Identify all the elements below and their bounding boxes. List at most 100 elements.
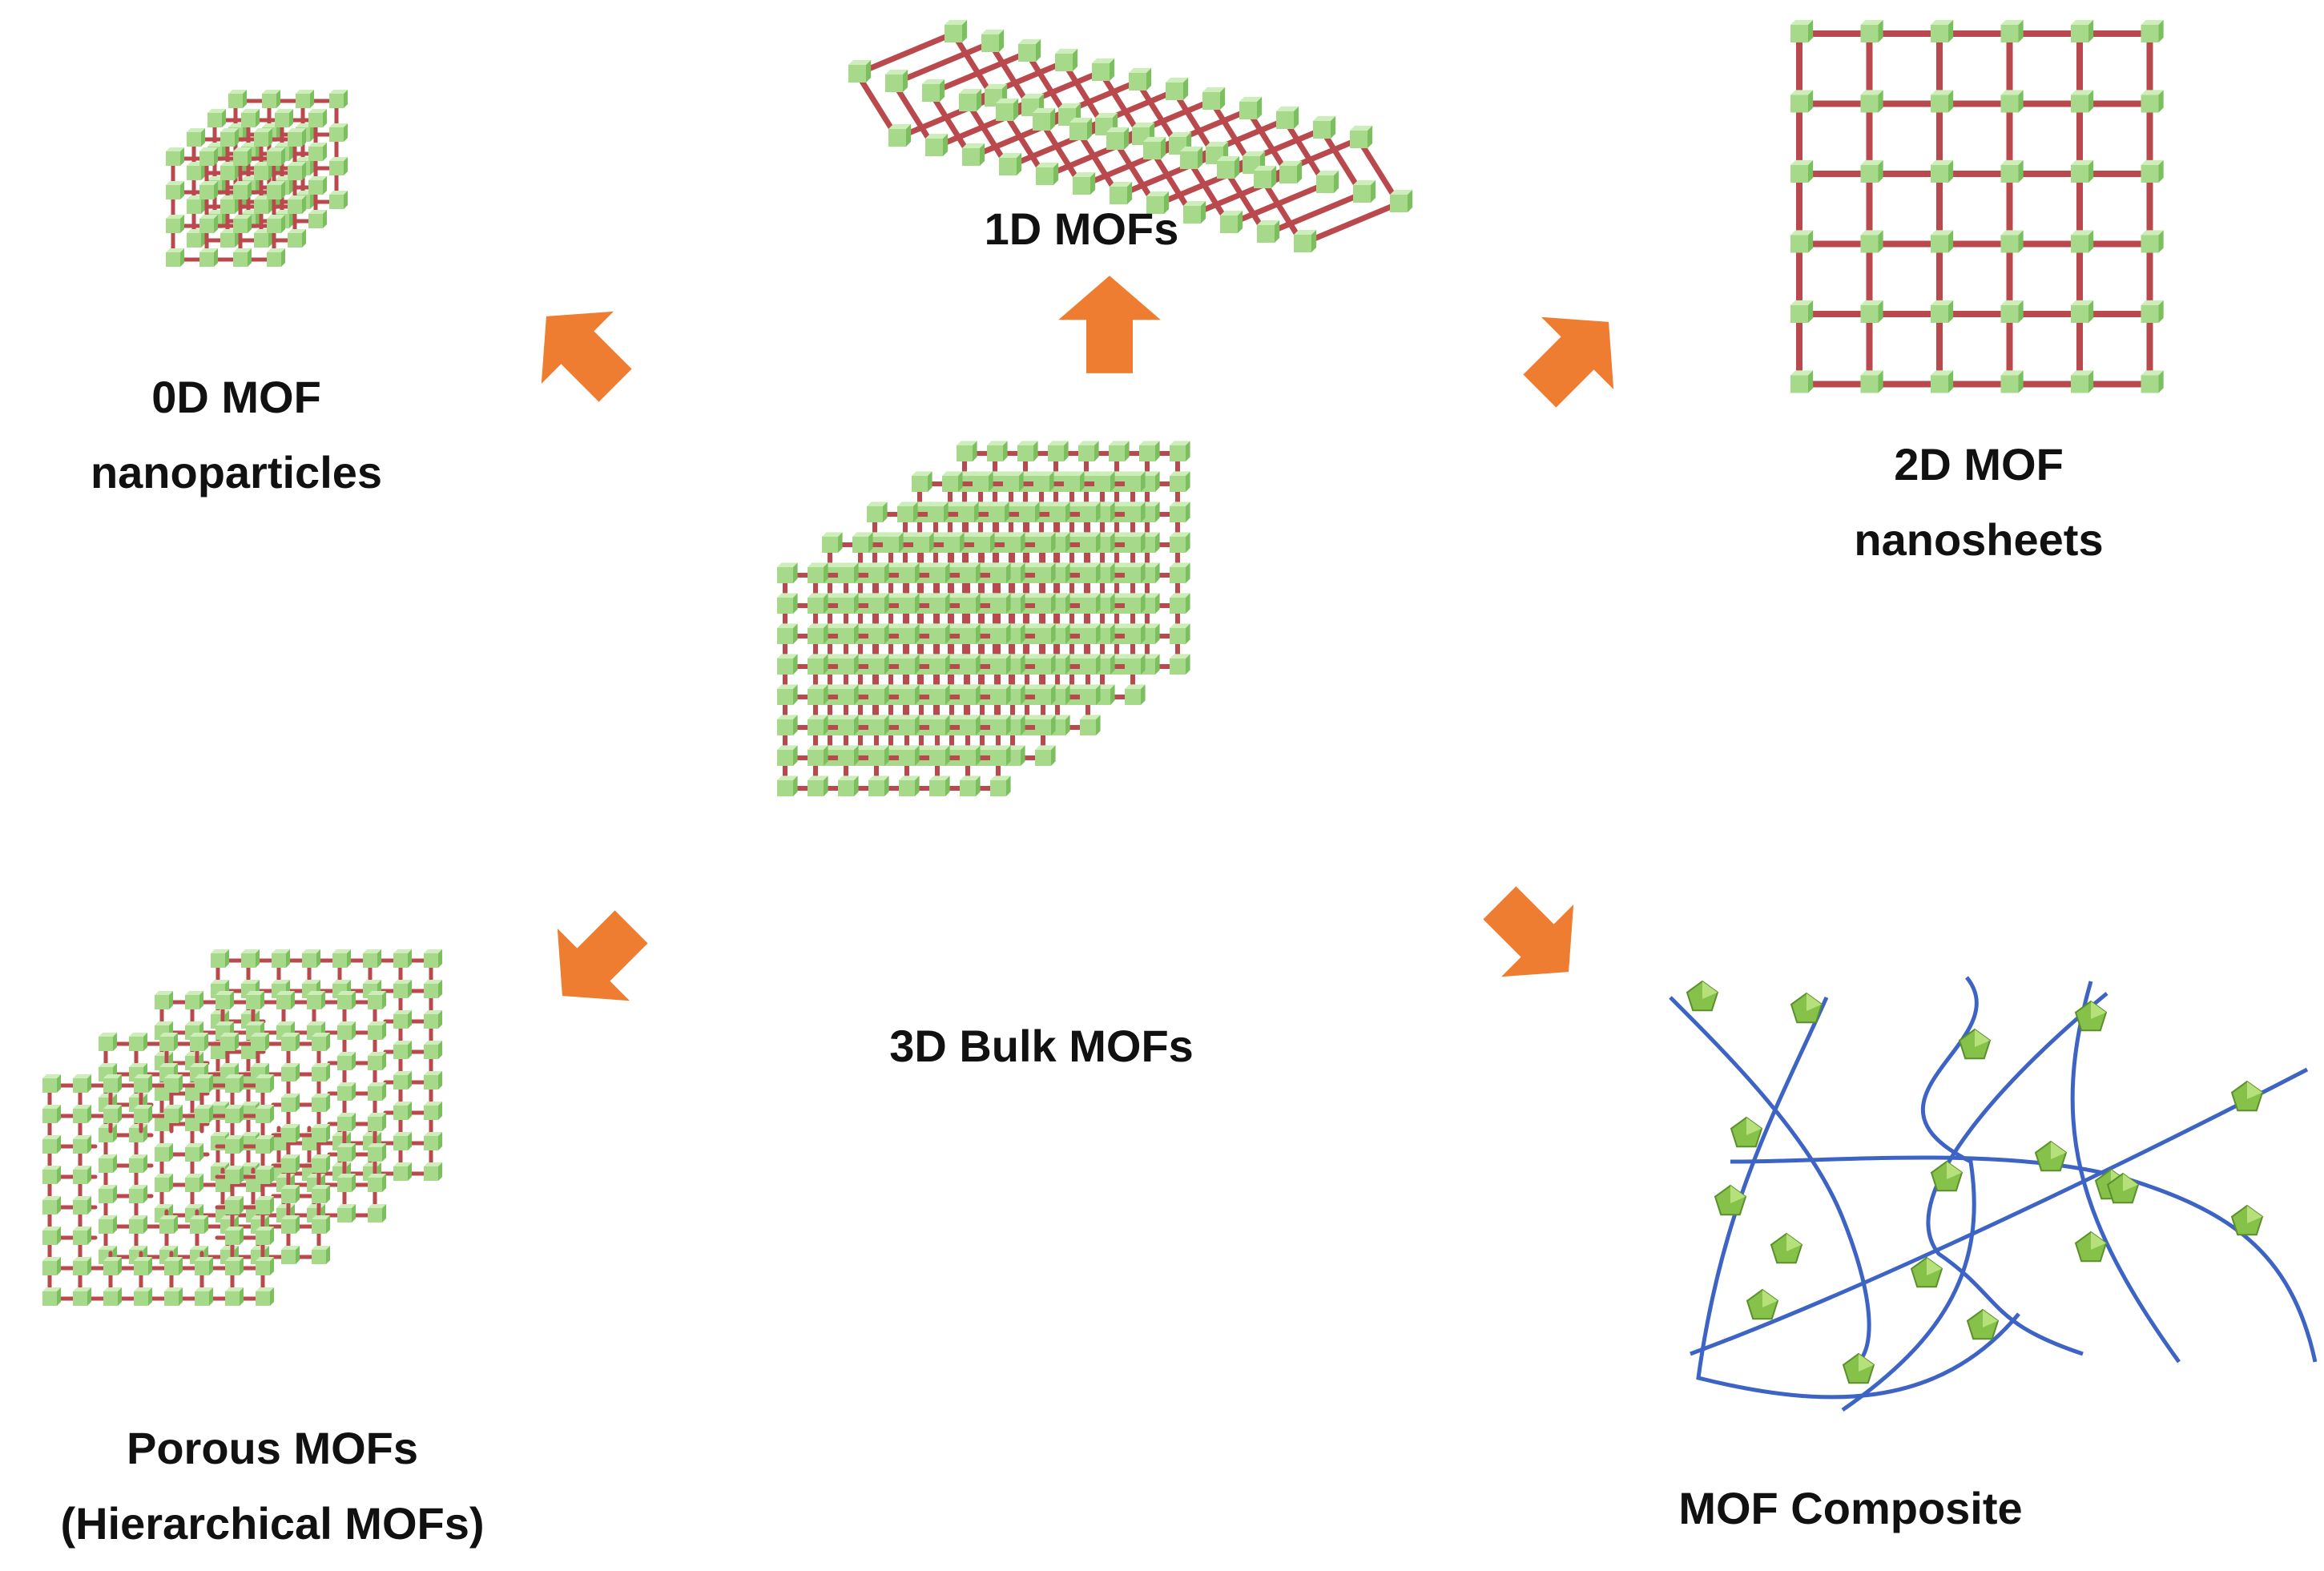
- metal-node: [1254, 165, 1277, 188]
- metal-node: [2000, 300, 2024, 323]
- metal-node: [852, 532, 873, 553]
- metal-node: [73, 1226, 92, 1245]
- arrow-to-0d: [541, 311, 632, 402]
- mof-particle: [1686, 980, 1719, 1012]
- metal-node: [777, 654, 798, 675]
- metal-node: [312, 1154, 331, 1173]
- linker: [965, 59, 1067, 106]
- metal-node: [129, 1154, 148, 1173]
- metal-node: [241, 949, 260, 968]
- metal-node: [989, 502, 1009, 522]
- metal-node: [838, 715, 859, 735]
- metal-node: [1078, 441, 1099, 461]
- polymer-fiber: [1669, 996, 1871, 1364]
- label-one-d: 1D MOFs: [881, 207, 1282, 252]
- metal-node: [185, 1173, 204, 1192]
- metal-node: [928, 502, 949, 522]
- mof-particle: [1746, 1288, 1779, 1320]
- metal-node: [254, 127, 273, 147]
- metal-node: [225, 1195, 244, 1215]
- metal-node: [1790, 19, 1814, 42]
- metal-node: [960, 654, 981, 675]
- metal-node: [1790, 159, 1814, 183]
- mof-particle: [1790, 992, 1823, 1024]
- metal-node: [1220, 210, 1243, 233]
- metal-node: [2071, 230, 2094, 253]
- mof-composite-graphic: [1669, 976, 2318, 1412]
- metal-node: [42, 1104, 62, 1123]
- metal-node: [42, 1256, 62, 1275]
- metal-node: [185, 1142, 204, 1162]
- arrow-to-porous: [557, 910, 648, 1001]
- metal-node: [368, 1051, 387, 1070]
- metal-node: [868, 562, 889, 583]
- metal-node: [2141, 159, 2164, 183]
- metal-node: [808, 593, 828, 614]
- metal-node: [868, 593, 889, 614]
- metal-node: [1860, 159, 1883, 183]
- metal-node: [959, 88, 982, 111]
- metal-node: [281, 1093, 300, 1112]
- metal-node: [312, 1184, 331, 1203]
- metal-node: [199, 248, 219, 267]
- mof-particle: [2074, 1000, 2108, 1032]
- metal-node: [1035, 654, 1056, 675]
- metal-node: [958, 502, 979, 522]
- metal-node: [1125, 593, 1146, 614]
- metal-node: [929, 593, 950, 614]
- metal-node: [368, 1142, 387, 1162]
- metal-node: [1035, 593, 1056, 614]
- metal-node: [973, 471, 993, 492]
- metal-node: [1790, 300, 1814, 323]
- metal-node: [308, 209, 328, 228]
- metal-node: [337, 1021, 356, 1040]
- metal-node: [256, 1195, 275, 1215]
- metal-node: [288, 195, 307, 214]
- metal-node: [808, 684, 828, 705]
- metal-node: [329, 89, 348, 108]
- metal-node: [960, 684, 981, 705]
- metal-node: [1035, 562, 1056, 583]
- metal-node: [164, 1256, 183, 1275]
- metal-node: [822, 532, 843, 553]
- metal-node: [960, 745, 981, 766]
- metal-node: [1106, 127, 1130, 150]
- metal-node: [996, 98, 1019, 121]
- metal-node: [225, 1287, 244, 1306]
- polymer-fiber: [1696, 996, 2020, 1400]
- label-two-d-line1: 2D MOF: [1894, 439, 2064, 489]
- metal-node: [1170, 593, 1190, 614]
- metal-node: [1125, 562, 1146, 583]
- linker: [1299, 200, 1402, 247]
- metal-node: [281, 1215, 300, 1234]
- metal-node: [2071, 159, 2094, 183]
- metal-node: [1183, 200, 1206, 224]
- metal-node: [225, 1256, 244, 1275]
- metal-node: [868, 775, 889, 796]
- metal-node: [368, 990, 387, 1009]
- label-porous-line2: (Hierarchical MOFs): [60, 1498, 485, 1549]
- metal-node: [103, 1074, 123, 1093]
- metal-node: [1239, 96, 1263, 119]
- metal-node: [1048, 441, 1069, 461]
- metal-node: [190, 1032, 209, 1051]
- metal-node: [267, 180, 286, 199]
- mof-particle: [1930, 1160, 1964, 1192]
- metal-node: [307, 990, 326, 1009]
- label-zero-d-line1: 0D MOF: [151, 372, 321, 422]
- metal-node: [363, 949, 382, 968]
- metal-node: [42, 1074, 62, 1093]
- metal-node: [2141, 19, 2164, 42]
- metal-node: [99, 1032, 118, 1051]
- metal-node: [925, 133, 949, 156]
- one-d-mof-graphic: [848, 19, 1413, 252]
- polymer-fiber: [1841, 976, 1979, 1412]
- metal-node: [2141, 300, 2164, 323]
- metal-node: [1035, 532, 1056, 553]
- polymer-fiber: [1926, 992, 2109, 1356]
- metal-node: [987, 441, 1008, 461]
- linker: [928, 50, 1030, 96]
- metal-node: [838, 593, 859, 614]
- metal-node: [808, 775, 828, 796]
- metal-node: [885, 69, 908, 92]
